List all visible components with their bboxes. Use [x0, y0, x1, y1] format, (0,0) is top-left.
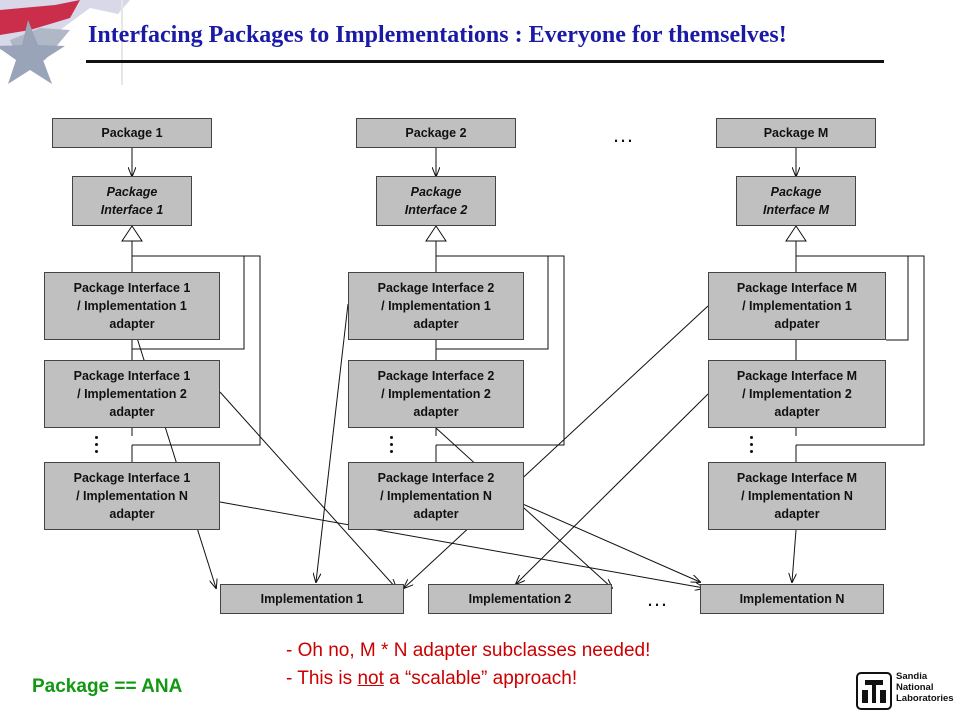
- package-2-box: Package 2: [356, 118, 516, 148]
- note-line-2: - This is not a “scalable” approach!: [286, 668, 578, 689]
- package-interface-2-box: Package Interface 2: [376, 176, 496, 226]
- adapters-colm-vertical-ellipsis: [750, 436, 754, 457]
- implementations-ellipsis: …: [646, 586, 670, 611]
- title-underline: [86, 60, 884, 63]
- adapter-2-2-box: Package Interface 2 / Implementation 2 a…: [348, 360, 524, 428]
- implementation-n-box: Implementation N: [700, 584, 884, 614]
- package-interface-1-box: Package Interface 1: [72, 176, 192, 226]
- package-m-box: Package M: [716, 118, 876, 148]
- packages-ellipsis: …: [612, 122, 636, 147]
- sandia-thunderbird-logo-icon: [856, 672, 892, 710]
- adapter-m-1-box: Package Interface M / Implementation 1 a…: [708, 272, 886, 340]
- sandia-logo-text: Sandia National Laboratories: [896, 671, 954, 704]
- adapter-1-1-box: Package Interface 1 / Implementation 1 a…: [44, 272, 220, 340]
- note-emphasis-not: not: [357, 668, 384, 689]
- adapter-1-n-box: Package Interface 1 / Implementation N a…: [44, 462, 220, 530]
- adapter-m-2-box: Package Interface M / Implementation 2 a…: [708, 360, 886, 428]
- adapter-m-n-box: Package Interface M / Implementation N a…: [708, 462, 886, 530]
- adapter-2-n-box: Package Interface 2 / Implementation N a…: [348, 462, 524, 530]
- implementation-2-box: Implementation 2: [428, 584, 612, 614]
- package-interface-m-box: Package Interface M: [736, 176, 856, 226]
- note-line-1: - Oh no, M * N adapter subclasses needed…: [286, 640, 651, 661]
- adapter-2-1-box: Package Interface 2 / Implementation 1 a…: [348, 272, 524, 340]
- adapters-col2-vertical-ellipsis: [390, 436, 394, 457]
- adapters-col1-vertical-ellipsis: [95, 436, 99, 457]
- slide-title: Interfacing Packages to Implementations …: [88, 22, 787, 48]
- package-equals-ana-label: Package == ANA: [32, 676, 183, 697]
- flag-star-decoration-icon: [0, 0, 130, 85]
- package-1-box: Package 1: [52, 118, 212, 148]
- implementation-1-box: Implementation 1: [220, 584, 404, 614]
- adapter-1-2-box: Package Interface 1 / Implementation 2 a…: [44, 360, 220, 428]
